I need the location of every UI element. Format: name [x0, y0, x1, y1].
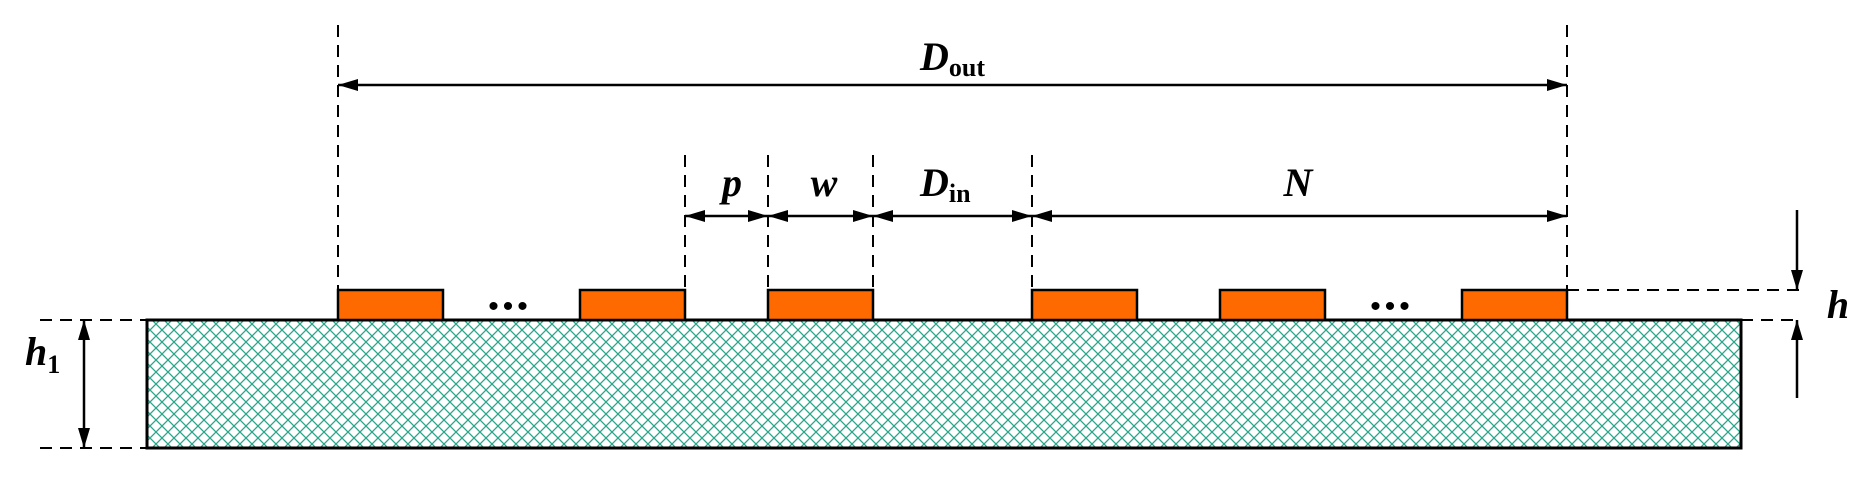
din-label: Din: [919, 160, 971, 208]
ellipsis-right: •••: [1370, 290, 1414, 323]
dout-label: Dout: [919, 34, 985, 82]
strip-5: [1218, 288, 1327, 322]
n-label: N: [1283, 160, 1315, 205]
strip-4: [1030, 288, 1139, 322]
strip-2: [578, 288, 687, 322]
strip-3: [766, 288, 875, 322]
p-label: p: [719, 160, 742, 205]
substrate: [145, 318, 1743, 450]
ellipsis-left: •••: [488, 290, 532, 323]
strip-6: [1460, 288, 1569, 322]
h-label: h: [1827, 282, 1849, 327]
h1-label: h1: [25, 329, 60, 379]
w-label: w: [811, 160, 838, 205]
strip-1: [336, 288, 445, 322]
